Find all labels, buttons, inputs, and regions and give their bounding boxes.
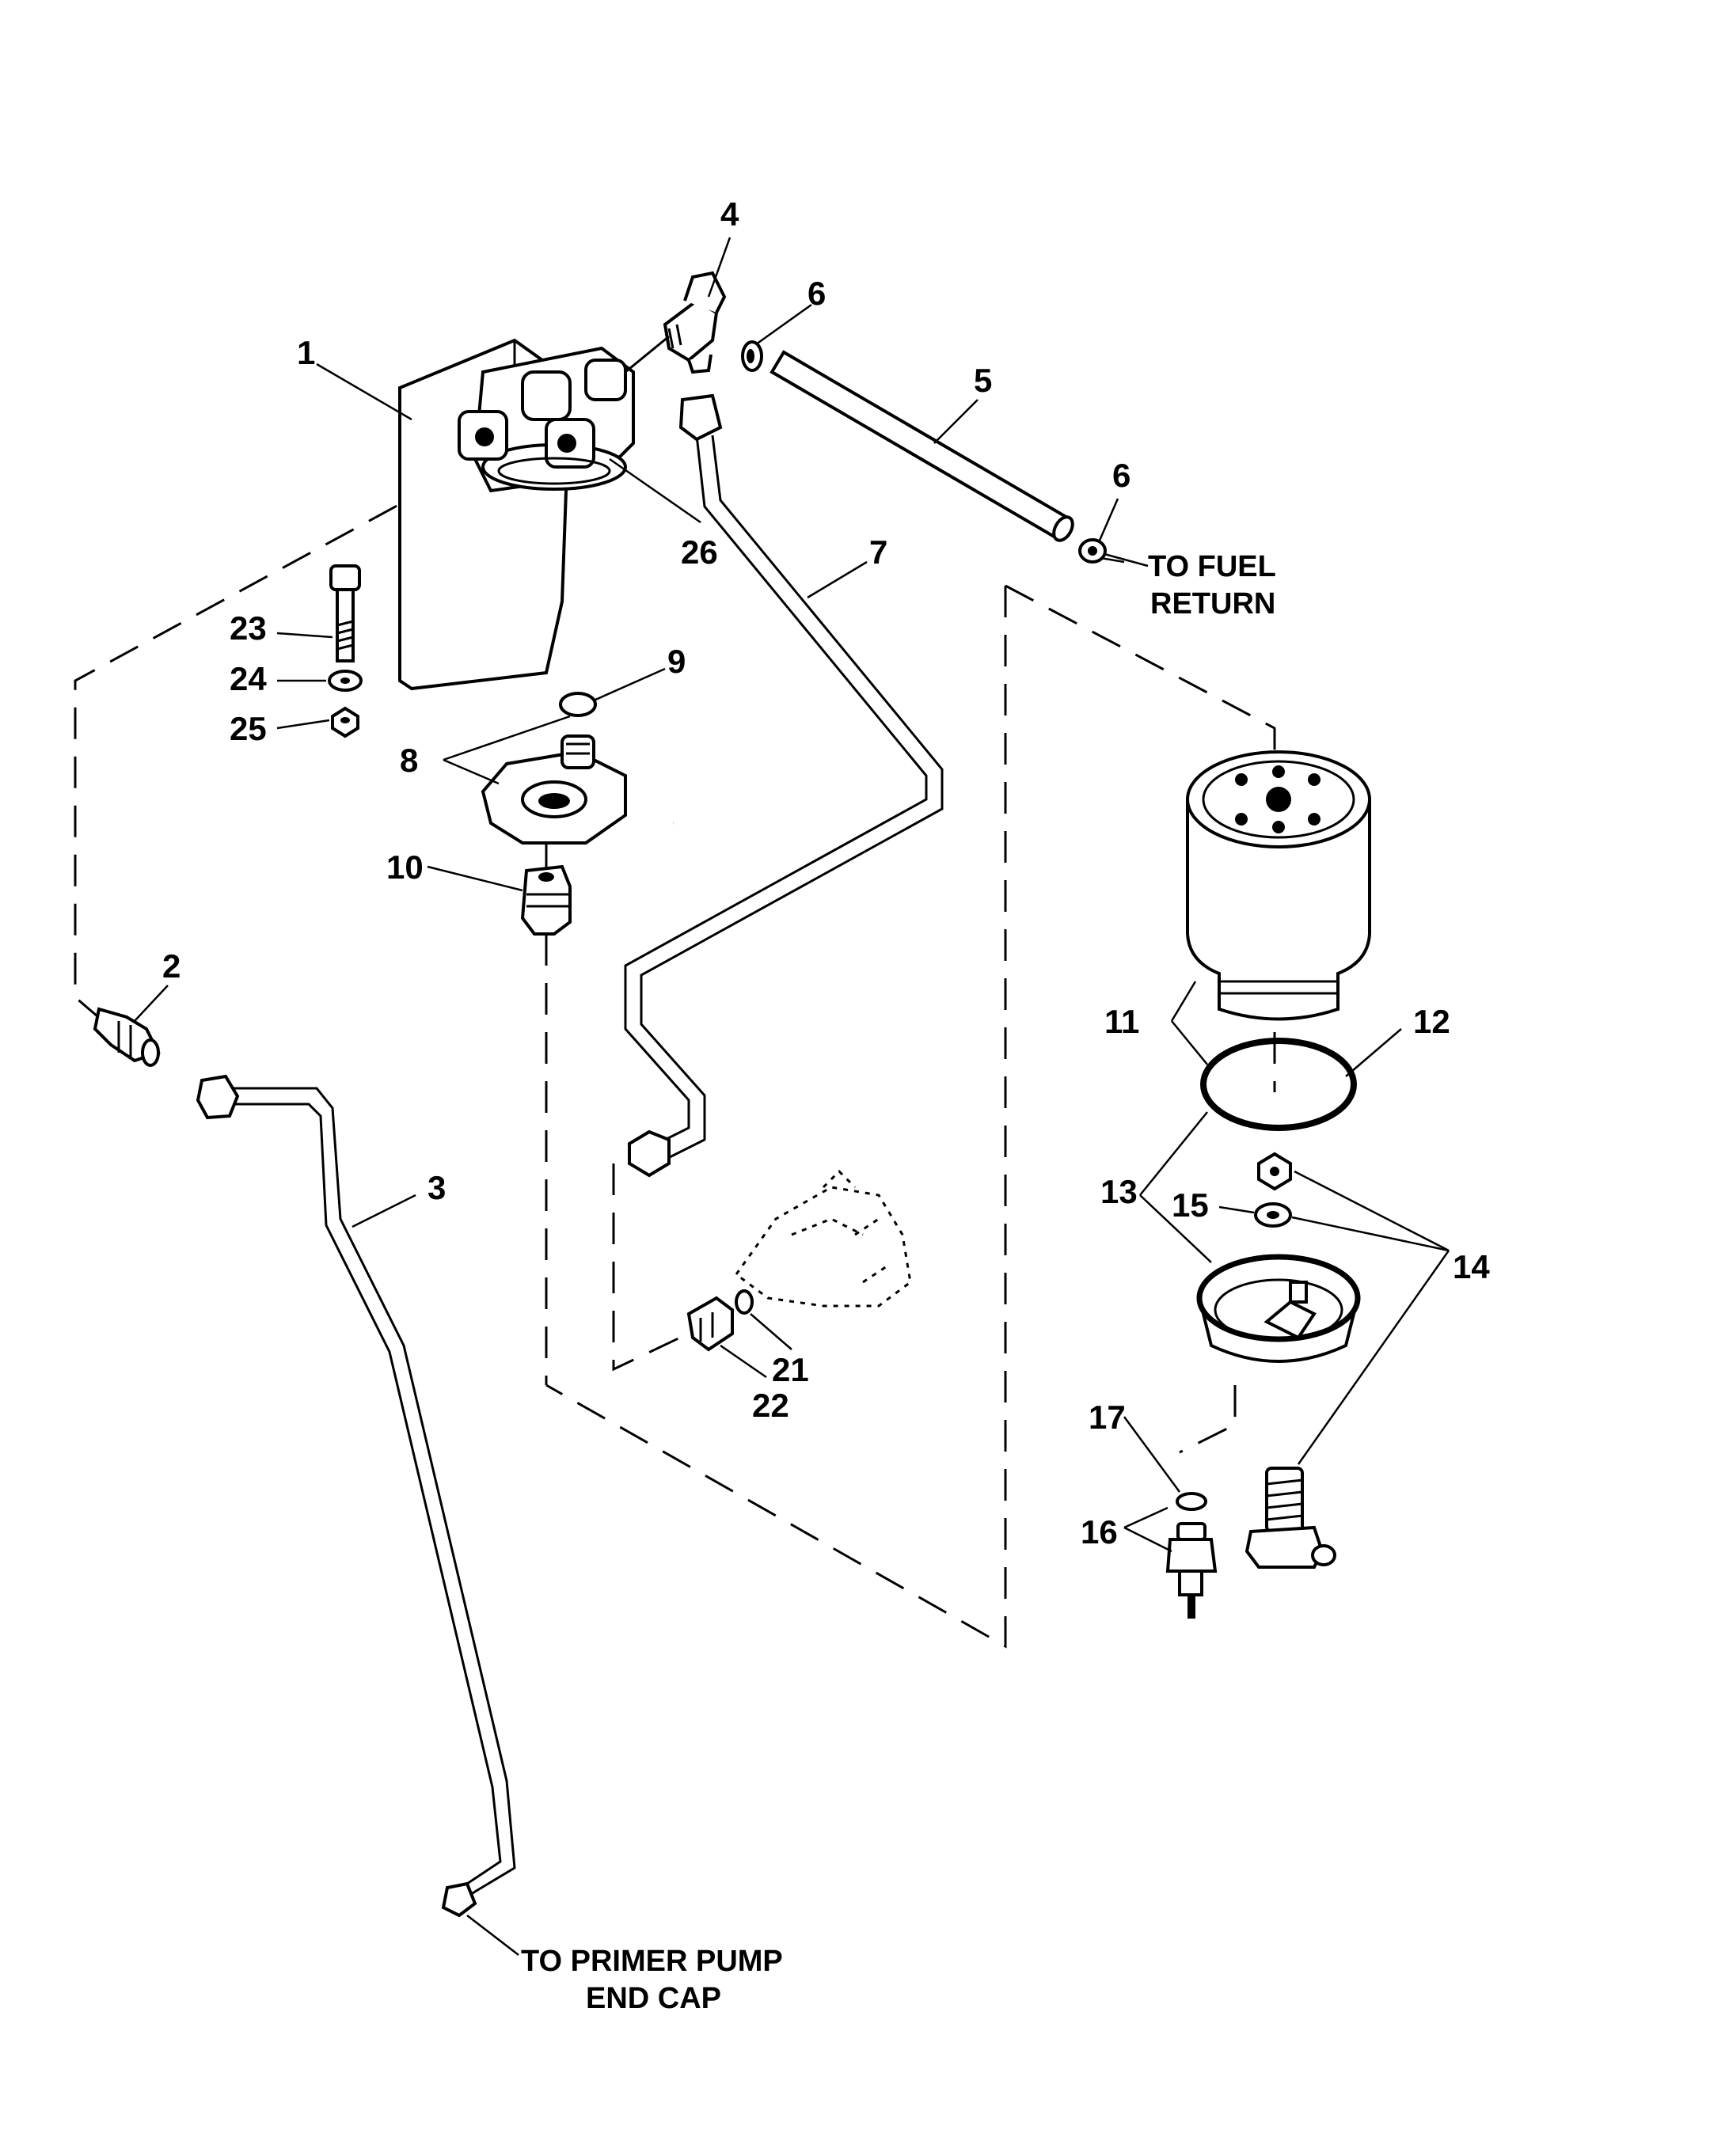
seal-26 — [497, 457, 611, 485]
notes: TO FUEL RETURN TO PRIMER PUMP END CAP — [521, 550, 1276, 2015]
return-hose — [770, 350, 1074, 542]
callout-13: 13 — [1100, 1173, 1138, 1210]
callout-labels: 1 4 6 5 6 7 26 9 8 10 23 24 25 2 3 11 12… — [162, 195, 1490, 1551]
callout-24: 24 — [230, 660, 267, 697]
filter-bowl — [1196, 1254, 1361, 1363]
elbow-fitting — [625, 271, 727, 374]
callout-11: 11 — [1104, 1003, 1139, 1040]
filter-adapter — [481, 734, 627, 845]
fitting-22 — [686, 1296, 734, 1352]
callout-21: 21 — [772, 1351, 809, 1388]
filter-base-bracket — [398, 338, 635, 691]
fuel-line-3 — [196, 1074, 516, 1918]
callout-5: 5 — [974, 362, 992, 399]
drain-valve — [1244, 1467, 1336, 1569]
callout-4: 4 — [720, 195, 739, 233]
callout-22: 22 — [752, 1387, 789, 1424]
callout-1: 1 — [297, 334, 315, 371]
washer-21 — [735, 1289, 754, 1315]
callout-6-bottom: 6 — [1112, 457, 1130, 494]
threaded-fitting-10 — [520, 864, 572, 936]
washer-24 — [328, 670, 363, 692]
note-fuel-return-line1: TO FUEL — [1148, 550, 1276, 583]
callout-17: 17 — [1089, 1399, 1126, 1436]
callout-10: 10 — [386, 848, 424, 886]
note-primer-line2: END CAP — [586, 1982, 721, 2015]
hose-clamp-bottom — [1078, 538, 1107, 564]
water-sensor-16 — [1165, 1522, 1218, 1619]
callout-6-top: 6 — [808, 275, 826, 312]
bolt-23 — [329, 564, 361, 662]
callout-7: 7 — [869, 533, 887, 571]
callout-16: 16 — [1081, 1513, 1118, 1551]
callout-14: 14 — [1453, 1248, 1490, 1285]
callout-3: 3 — [428, 1169, 446, 1206]
fuel-line-7 — [624, 393, 944, 1178]
callout-15: 15 — [1172, 1186, 1209, 1224]
note-primer-line1: TO PRIMER PUMP — [521, 1945, 783, 1978]
nut-25 — [331, 706, 359, 738]
note-fuel-return-line2: RETURN — [1150, 587, 1275, 621]
gasket-12 — [1200, 1038, 1357, 1131]
callout-9: 9 — [667, 643, 686, 680]
washer-15 — [1254, 1202, 1292, 1228]
callout-26: 26 — [681, 533, 718, 571]
hose-clamp-top — [741, 340, 763, 372]
filter-element — [1186, 750, 1371, 1021]
plug-14 — [1257, 1152, 1292, 1191]
callout-25: 25 — [230, 710, 267, 747]
leader-lines — [134, 237, 1450, 1956]
callout-23: 23 — [230, 609, 267, 647]
callout-12: 12 — [1413, 1003, 1450, 1040]
o-ring-9 — [559, 692, 597, 717]
o-ring-17 — [1176, 1492, 1207, 1511]
connector-2 — [93, 1007, 161, 1067]
callout-8: 8 — [400, 742, 418, 779]
callout-2: 2 — [162, 947, 180, 985]
injection-pump-outline — [734, 1169, 912, 1308]
